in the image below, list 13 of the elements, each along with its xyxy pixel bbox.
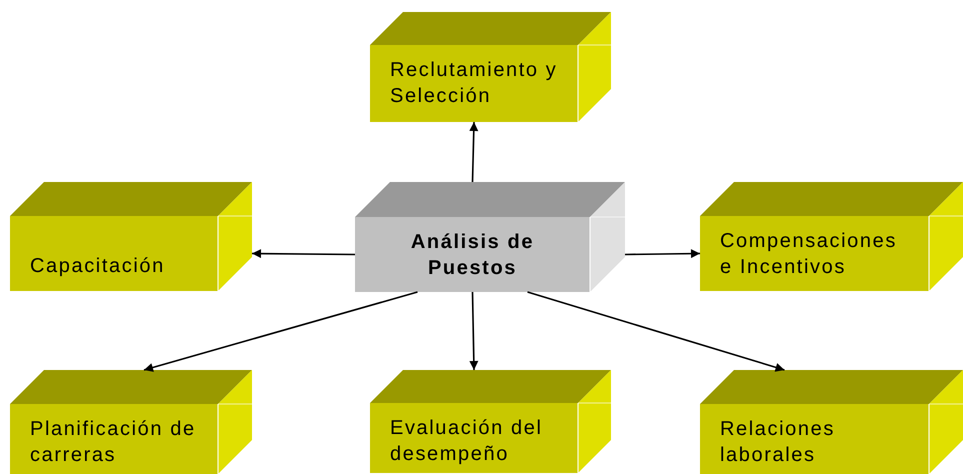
arrow: [624, 249, 700, 258]
box-label: Planificación de carreras: [30, 417, 197, 468]
box-label: Relaciones laborales: [720, 417, 836, 468]
box-label: Análisis de Puestos: [410, 230, 536, 281]
arrow: [527, 291, 785, 372]
box-label: Capacitación: [30, 254, 166, 279]
arrow: [144, 291, 418, 372]
box-label: Compensaciones e Incentivos: [720, 229, 898, 280]
arrow: [469, 292, 478, 370]
box-label: Evaluación del desempeño: [390, 416, 544, 467]
arrow: [252, 249, 355, 258]
arrow: [469, 122, 478, 182]
box-label: Reclutamiento y Selección: [390, 58, 558, 109]
